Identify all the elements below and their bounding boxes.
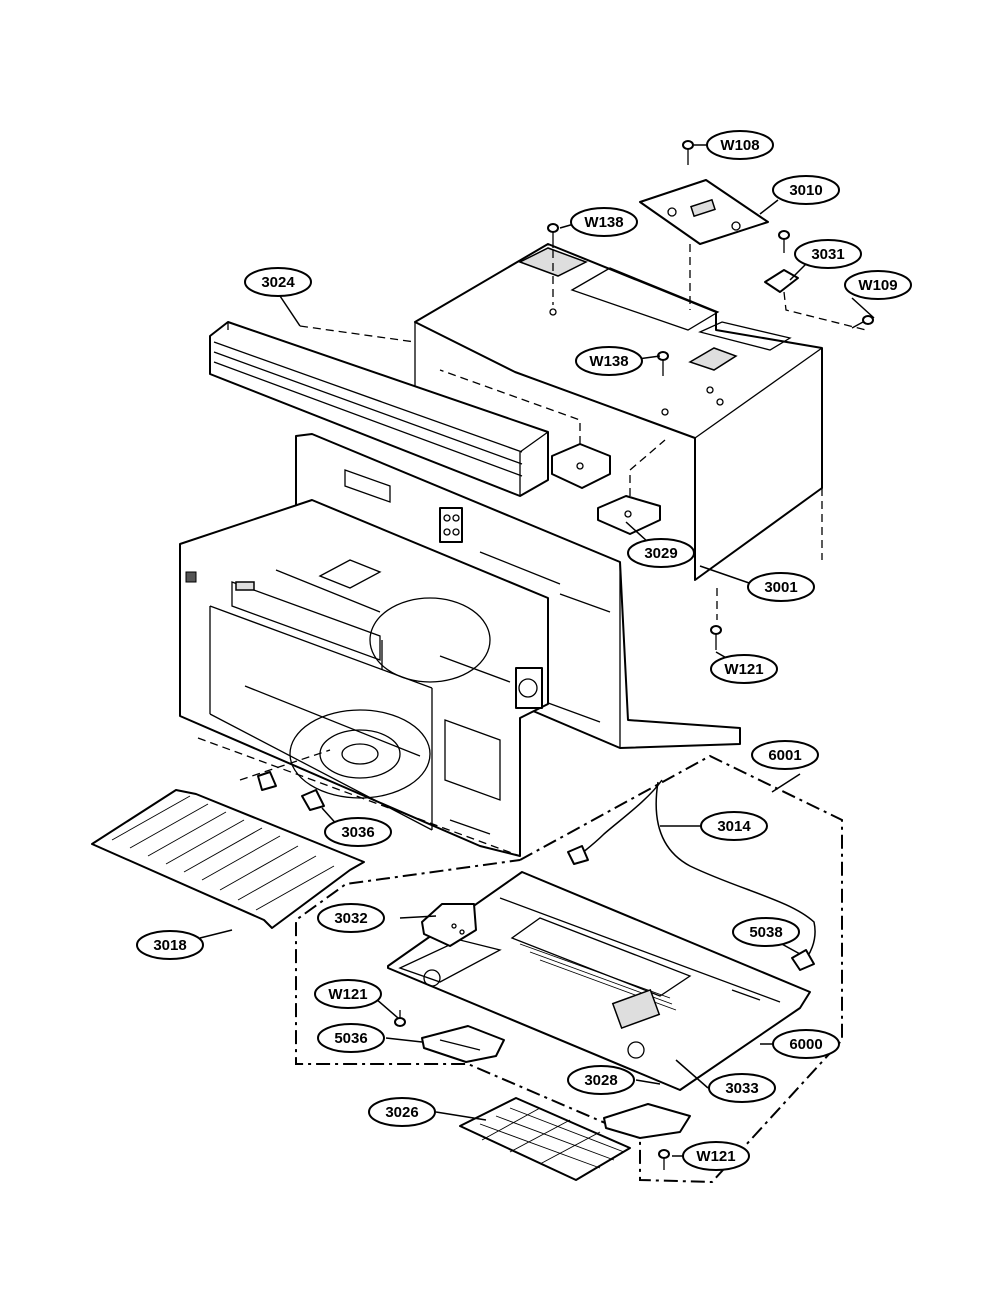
- callout-w138-top: W138: [570, 207, 638, 237]
- bracket-3031: [764, 269, 867, 331]
- bracket-5036: [421, 1025, 505, 1063]
- screw-w121-left: [394, 1010, 406, 1027]
- callout-label: 6001: [768, 747, 801, 764]
- callout-label: 3018: [153, 937, 186, 954]
- callout-label: 3010: [789, 182, 822, 199]
- callout-3031: 3031: [794, 239, 862, 269]
- grease-filter-3018: [91, 789, 365, 929]
- cooling-clip-3036: [197, 737, 521, 857]
- callout-label: 3033: [725, 1080, 758, 1097]
- callout-label: 5038: [749, 924, 782, 941]
- top-plate-3010: [639, 179, 769, 310]
- callout-5038: 5038: [732, 917, 800, 947]
- screw-w121-bottom: [658, 1149, 670, 1170]
- callout-label: 3028: [584, 1072, 617, 1089]
- callout-3010: 3010: [772, 175, 840, 205]
- wire-harness-3014: [567, 779, 816, 971]
- callout-label: 3024: [261, 274, 295, 291]
- callout-label: W121: [328, 986, 367, 1003]
- bracket-3029-b: [597, 495, 661, 535]
- callout-label: 3029: [644, 545, 677, 562]
- lamp-housing-3032: [421, 903, 477, 947]
- callout-label: 3032: [334, 910, 367, 927]
- callout-w138-mid: W138: [575, 346, 643, 376]
- callout-w121-bottom: W121: [682, 1141, 750, 1171]
- screw-w138-top: [547, 223, 559, 305]
- callout-label: 3036: [341, 824, 374, 841]
- callout-3028: 3028: [567, 1065, 635, 1095]
- callout-label: W121: [696, 1148, 735, 1165]
- base-plate-6000: [387, 871, 811, 1091]
- callout-label: 6000: [789, 1036, 822, 1053]
- callout-3018: 3018: [136, 930, 204, 960]
- callout-3032: 3032: [317, 903, 385, 933]
- callout-6001: 6001: [751, 740, 819, 770]
- callout-label: W109: [858, 277, 897, 294]
- callout-6000: 6000: [772, 1029, 840, 1059]
- callout-5036: 5036: [317, 1023, 385, 1053]
- charcoal-filter-3026: [459, 1097, 631, 1181]
- callout-label: W121: [724, 661, 763, 678]
- screw-3031: [778, 230, 790, 253]
- bracket-3029-a: [551, 443, 611, 489]
- callout-label: 3001: [764, 579, 797, 596]
- callout-label: 3031: [811, 246, 844, 263]
- callout-3026: 3026: [368, 1097, 436, 1127]
- callout-3014: 3014: [700, 811, 768, 841]
- air-guide-3024: [209, 321, 549, 497]
- callout-label: 5036: [334, 1030, 367, 1047]
- callout-w109: W109: [844, 270, 912, 300]
- callout-3033: 3033: [708, 1073, 776, 1103]
- screw-w109: [851, 315, 874, 329]
- base-assembly-boundary-6001: [295, 754, 843, 1184]
- callout-w121-top: W121: [710, 654, 778, 684]
- callout-3036: 3036: [324, 817, 392, 847]
- callout-label: W138: [584, 214, 623, 231]
- bracket-3028: [603, 1103, 691, 1139]
- callout-3024: 3024: [244, 267, 312, 297]
- callout-label: 3026: [385, 1104, 418, 1121]
- callout-w121-left: W121: [314, 979, 382, 1009]
- callout-w108: W108: [706, 130, 774, 160]
- callout-3001: 3001: [747, 572, 815, 602]
- callout-3029: 3029: [627, 538, 695, 568]
- callout-label: 3014: [717, 818, 751, 835]
- outer-case-3001: [414, 243, 823, 581]
- callout-label: W108: [720, 137, 759, 154]
- callout-label: W138: [589, 353, 628, 370]
- screw-w121-top: [710, 588, 722, 650]
- screw-w108: [682, 140, 694, 165]
